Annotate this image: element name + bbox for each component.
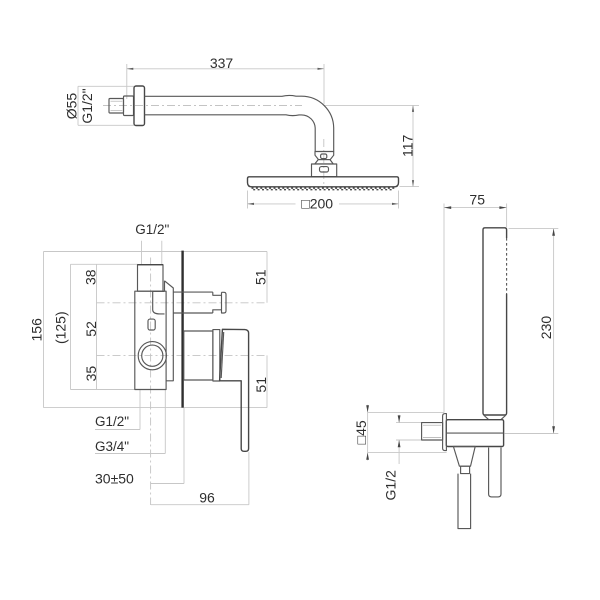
flange-dim-line xyxy=(77,85,134,126)
hand-thread-arrow-top xyxy=(397,415,401,423)
hand-proj-arrow-left xyxy=(444,206,452,209)
mixer-total-height-label: 156 xyxy=(29,318,45,342)
mixer-inlet-ext xyxy=(95,389,166,454)
hose-nut-cone xyxy=(452,445,476,467)
mixer-segment-top-label: 38 xyxy=(82,269,98,285)
head-size-label: □200 xyxy=(301,195,333,211)
mixer-offset-bottom-label: 51 xyxy=(253,377,269,393)
mixer-diverter-knob xyxy=(147,318,156,331)
hose xyxy=(457,473,472,530)
head-size-arrow-right xyxy=(392,202,399,205)
wall-thread-label: G1/2" xyxy=(79,88,95,123)
hand-shower-diagram: 75 230 □45 G1/2 xyxy=(353,191,559,530)
mixer-outlet-thread-label: G1/2" xyxy=(95,414,129,429)
hand-height-arrow-top xyxy=(552,228,555,236)
mixer-handle-plate xyxy=(212,329,221,382)
mixer-inlet-circle-outer xyxy=(137,341,167,371)
mixer-inlet-thread-label: G3/4" xyxy=(95,439,129,454)
mixer-top-thread-ext xyxy=(141,240,163,265)
outlet-nipple-thread xyxy=(423,424,442,438)
head-size-arrow-left xyxy=(247,202,254,205)
hand-thread-arrow-bottom xyxy=(397,440,401,448)
hand-projection-label: 75 xyxy=(469,191,485,207)
mixer-offset-top-label: 51 xyxy=(253,269,269,285)
arm-length-arrow-right xyxy=(317,67,324,70)
wand-grip xyxy=(488,447,502,498)
mixer-segment-middle-label: 52 xyxy=(83,321,99,337)
hand-flange-arrow-top xyxy=(366,405,369,413)
arm-length-label: 337 xyxy=(210,55,234,71)
mixer-handle-projection-label: 96 xyxy=(199,489,215,505)
hand-height-arrow-bottom xyxy=(552,426,555,434)
wand-taper xyxy=(483,414,507,421)
mixer-spout xyxy=(173,291,227,314)
hand-flange-size-label: □45 xyxy=(353,420,369,444)
hand-height-label: 230 xyxy=(538,316,554,340)
wand-head xyxy=(482,227,508,416)
drop-arrow-top xyxy=(411,105,415,112)
drop-height-label: 117 xyxy=(399,134,415,157)
rain-head xyxy=(246,176,400,188)
mixer-segment-bottom-label: 35 xyxy=(83,366,99,382)
overhead-shower-diagram: 337 Ø55 G1/2" 117 □200 xyxy=(64,55,419,211)
flange-diameter-label: Ø55 xyxy=(64,93,80,120)
arm-flange xyxy=(133,85,146,127)
outlet-nipple xyxy=(421,422,444,441)
hand-thread-label: G1/2 xyxy=(383,470,399,501)
mixer-top-thread-label: G1/2" xyxy=(135,222,169,237)
mixer-spout-boss xyxy=(152,290,165,315)
mixer-front-plate xyxy=(163,280,174,382)
joint-detail xyxy=(320,153,328,160)
mixer-body xyxy=(134,290,167,391)
head-mount-detail xyxy=(318,166,330,173)
mixer-outlet-ext xyxy=(95,389,141,430)
drop-arrow-bottom xyxy=(411,180,415,187)
hand-proj-arrow-right xyxy=(499,206,507,209)
mixer-depth-range-label: 30±50 xyxy=(95,471,134,487)
hose-nut-step xyxy=(460,465,471,475)
mixer-handle-contour xyxy=(220,331,225,379)
hand-thread-ext xyxy=(396,422,425,441)
arm-tube xyxy=(144,94,335,152)
mixer-valve-diagram: G1/2" 38 52 35 156 (125) 51 51 G1/2" G3/… xyxy=(29,222,270,505)
wall-nipple-thread xyxy=(110,100,123,111)
hand-flange-arrow-bottom xyxy=(366,452,369,460)
outlet-flange xyxy=(442,413,447,452)
arm-length-arrow-left xyxy=(126,67,134,70)
mixer-body-height-label: (125) xyxy=(52,311,68,344)
mixer-inlet-circle-inner xyxy=(141,344,164,367)
mixer-handle xyxy=(218,328,250,452)
